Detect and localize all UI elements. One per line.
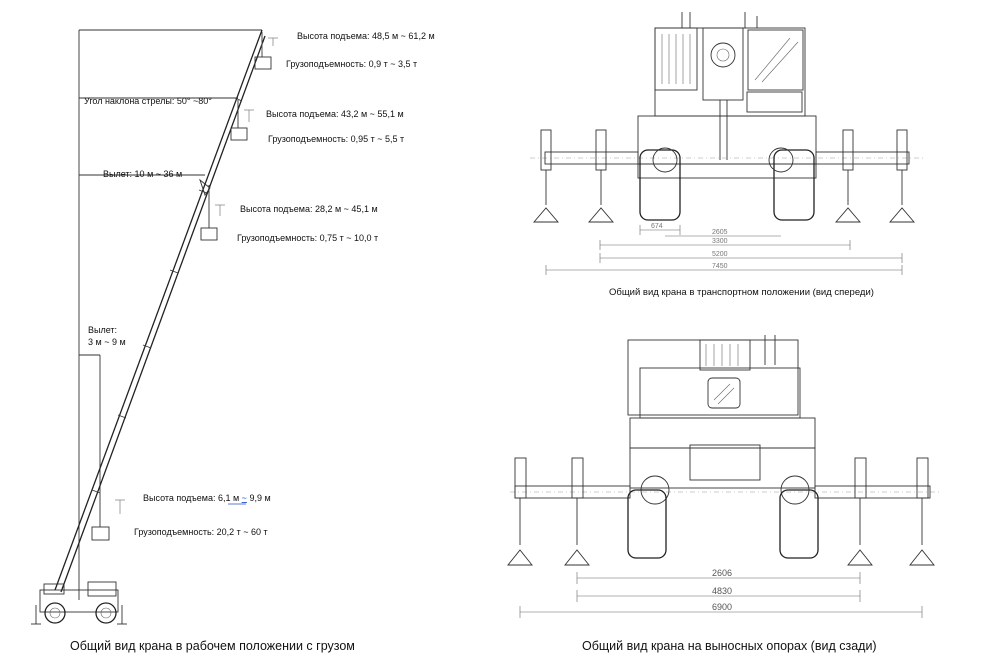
rear-view-caption: Общий вид крана на выносных опорах (вид … — [582, 639, 877, 653]
boom-angle-label: Угол наклона стрелы: 50° ~80° — [84, 96, 212, 106]
dim-6900: 6900 — [712, 602, 732, 612]
dim-4830: 4830 — [712, 586, 732, 596]
height-label-3: Высота подъема: 28,2 м ~ 45,1 м — [240, 204, 378, 214]
reach-short-label-line2: 3 м ~ 9 м — [88, 337, 126, 347]
dim-2605: 2605 — [712, 229, 728, 236]
rear-view-diagram: 2606 4830 6900 Общий вид крана на выносн… — [507, 335, 940, 653]
dim-674: 674 — [651, 223, 663, 230]
crane-carrier — [31, 581, 127, 625]
reach-long-label: Вылет: 10 м ~ 36 м — [103, 169, 182, 179]
working-crane-diagram: Высота подъема: 48,5 м ~ 61,2 м Грузопод… — [31, 29, 435, 653]
front-view-diagram: 674 2605 3300 5200 7450 Общий вид крана … — [530, 12, 925, 298]
front-view-caption: Общий вид крана в транспортном положении… — [609, 287, 874, 298]
capacity-label-2: Грузоподъемность: 0,95 т ~ 5,5 т — [268, 134, 404, 144]
reach-short-label-line1: Вылет: — [88, 325, 117, 335]
dim-7450: 7450 — [712, 263, 728, 270]
dim-2606: 2606 — [712, 568, 732, 578]
height-label-2: Высота подъема: 43,2 м ~ 55,1 м — [266, 109, 404, 119]
working-crane-caption: Общий вид крана в рабочем положении с гр… — [70, 639, 355, 653]
capacity-label-1: Грузоподъемность: 0,9 т ~ 3,5 т — [286, 59, 417, 69]
dim-5200: 5200 — [712, 251, 728, 258]
height-label-4: Высота подъема: 6,1 м ~ 9,9 м — [143, 493, 271, 503]
dim-3300: 3300 — [712, 238, 728, 245]
height-label-1: Высота подъема: 48,5 м ~ 61,2 м — [297, 31, 435, 41]
capacity-label-3: Грузоподъемность: 0,75 т ~ 10,0 т — [237, 233, 378, 243]
capacity-label-4: Грузоподъемность: 20,2 т ~ 60 т — [134, 527, 268, 537]
